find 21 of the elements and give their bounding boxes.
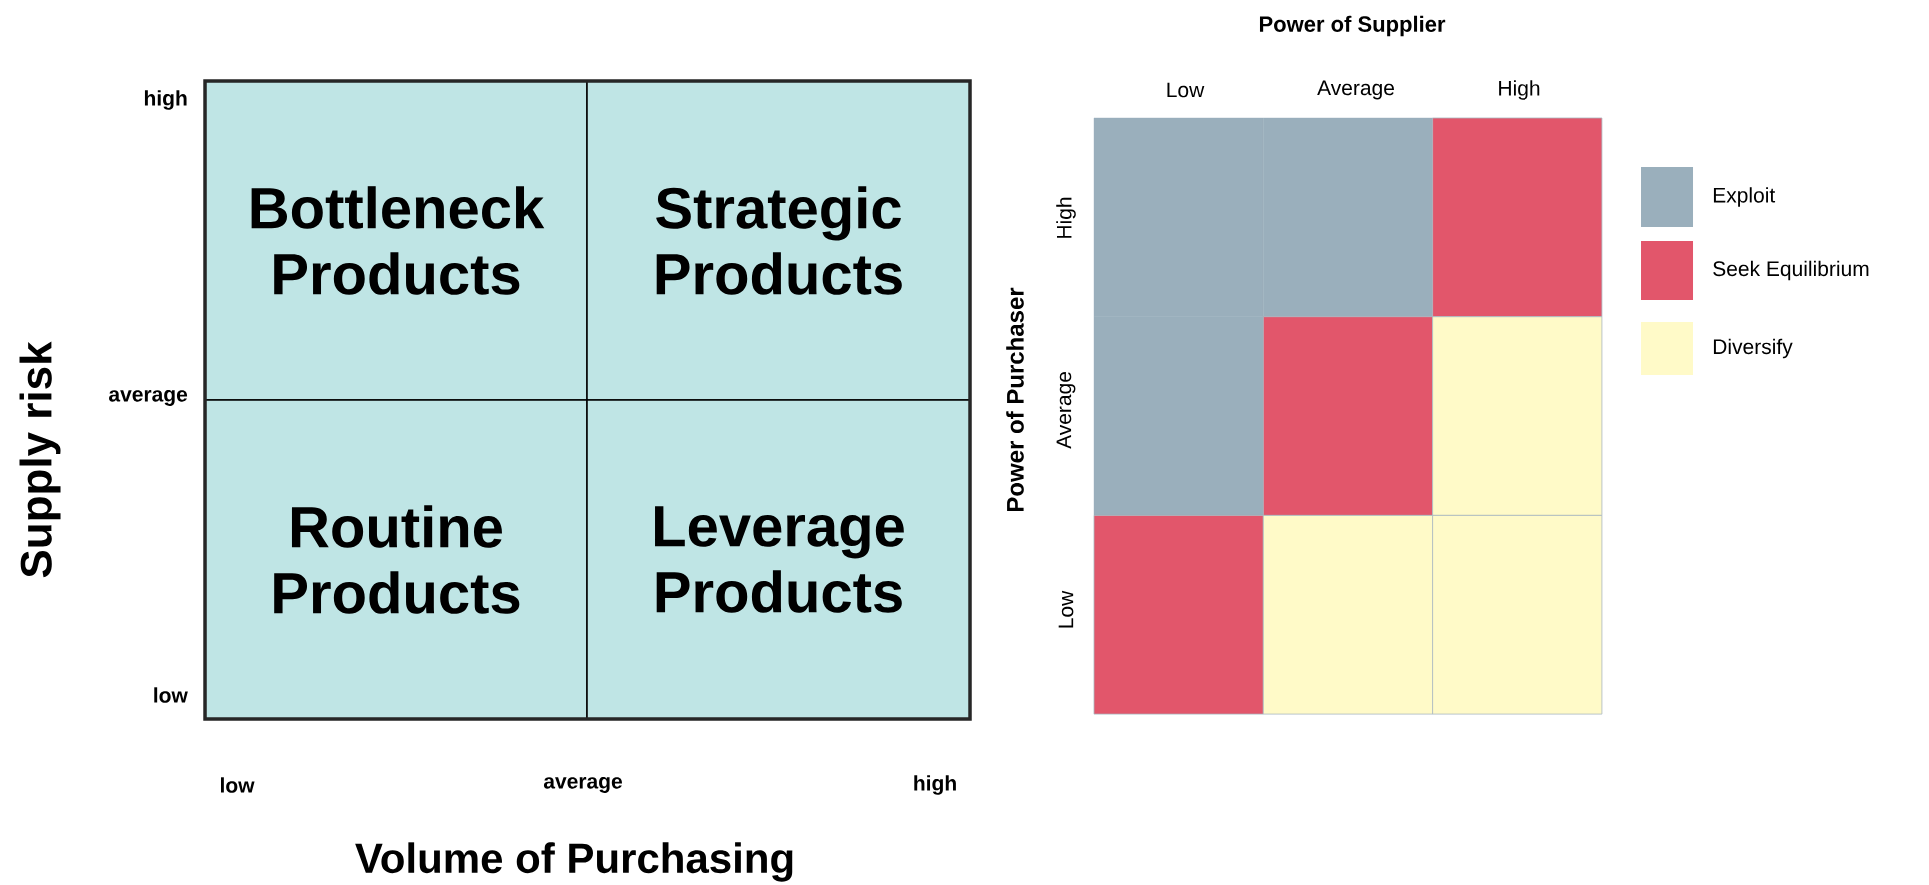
axis-tick-label: High xyxy=(1056,197,1076,238)
axis-tick-label: high xyxy=(914,775,956,795)
axis-tick-label: low xyxy=(220,777,255,793)
quadrant-box: Leverage Products xyxy=(586,399,971,720)
legend-label: Diversify xyxy=(1713,338,1793,359)
axis-tick-label: Low xyxy=(1058,590,1074,628)
axis-tick-label: Average xyxy=(1056,372,1076,449)
axis-tick-label: Low xyxy=(1167,82,1205,98)
axis-title: Power of Purchaser xyxy=(1006,287,1024,512)
axis-tick-label: High xyxy=(1499,80,1540,100)
quadrant-box: Routine Products xyxy=(204,399,588,720)
axis-tick-label: average xyxy=(543,777,622,793)
legend-label: Seek Equilibrium xyxy=(1713,260,1869,281)
quadrant-box: Strategic Products xyxy=(586,80,971,401)
legend-label: Exploit xyxy=(1713,187,1776,207)
axis-title: Volume of Purchasing xyxy=(355,842,793,882)
axis-title: Supply risk xyxy=(19,341,61,578)
axis-tick-label: Average xyxy=(1317,80,1394,100)
axis-tick-label: average xyxy=(109,390,188,406)
axis-title: Power of Supplier xyxy=(1260,15,1446,37)
quadrant-box: Bottleneck Products xyxy=(204,80,588,401)
